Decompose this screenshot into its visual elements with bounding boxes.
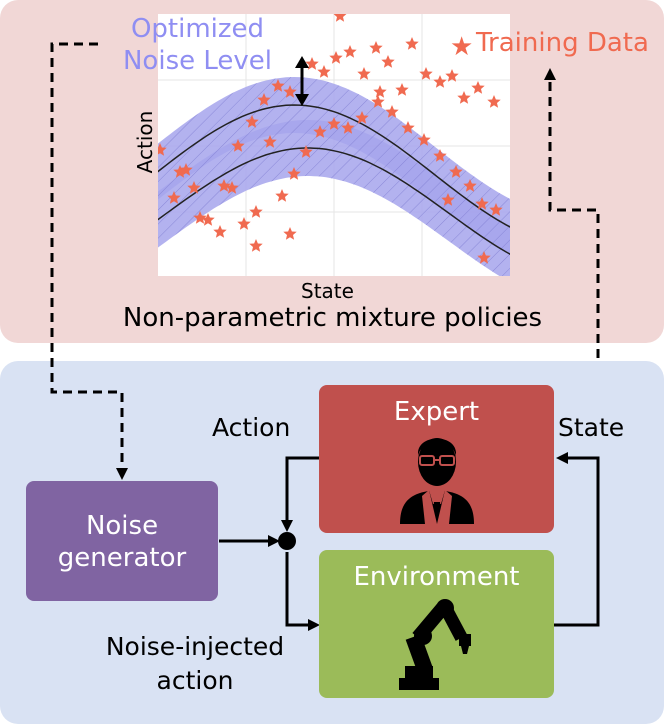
training-star xyxy=(445,69,459,82)
noise-injected-label-line2: action xyxy=(156,666,234,695)
training-star xyxy=(313,125,327,138)
action-label: Action xyxy=(212,413,291,442)
noise-band-hatch-1 xyxy=(158,77,510,255)
training-star xyxy=(187,181,201,194)
training-star xyxy=(327,117,341,130)
training-star xyxy=(395,83,409,96)
optimized-noise-label-line1: Optimized xyxy=(130,14,265,44)
training-star xyxy=(245,115,259,128)
training-star xyxy=(369,41,383,54)
noise-injected-label-line1: Noise-injected xyxy=(105,632,285,661)
state-label: State xyxy=(558,413,625,442)
mean-curve-1 xyxy=(158,104,510,228)
training-star xyxy=(343,45,357,58)
training-stars xyxy=(158,14,503,264)
training-star xyxy=(371,95,385,108)
training-star xyxy=(237,217,251,230)
expert-title: Expert xyxy=(393,397,480,427)
legend-star-icon: ★ xyxy=(450,32,473,62)
training-star xyxy=(477,251,491,264)
summing-junction xyxy=(278,532,296,550)
training-star xyxy=(441,193,455,206)
training-star xyxy=(263,135,277,148)
training-star xyxy=(341,121,355,134)
person-with-glasses-icon xyxy=(400,438,474,524)
training-star xyxy=(381,55,395,68)
training-star xyxy=(471,81,485,94)
double-headed-arrow-icon xyxy=(295,56,309,106)
training-star xyxy=(167,191,181,204)
arrowhead-to-environment xyxy=(308,619,320,631)
training-star xyxy=(283,85,297,98)
training-star xyxy=(475,197,489,210)
training-star xyxy=(417,133,431,146)
training-star xyxy=(275,189,289,202)
training-star xyxy=(225,181,239,194)
optimized-noise-label-line2: Noise Level xyxy=(122,46,273,76)
training-data-label: Training Data xyxy=(476,28,649,58)
training-star xyxy=(419,67,433,80)
arrowhead-to-expert xyxy=(556,452,568,464)
training-star xyxy=(449,165,463,178)
environment-block: Environment xyxy=(319,550,554,698)
dashed-connectors xyxy=(50,42,600,470)
noise-bands xyxy=(158,77,510,276)
mean-curves xyxy=(158,104,510,255)
training-star xyxy=(249,239,263,252)
arrowhead-to-noise xyxy=(116,468,128,480)
training-star xyxy=(457,91,471,104)
noise-generator-line2: generator xyxy=(57,543,187,573)
training-star xyxy=(257,93,271,106)
plot-caption: Non-parametric mixture policies xyxy=(122,303,543,333)
training-star xyxy=(213,225,227,238)
plot-xlabel: State xyxy=(301,279,354,303)
training-star xyxy=(373,85,387,98)
training-star xyxy=(179,163,193,176)
training-star xyxy=(305,57,319,70)
training-star xyxy=(401,121,415,134)
training-star xyxy=(333,14,347,22)
training-star xyxy=(317,65,331,78)
arrowhead-noise-to-junction xyxy=(268,535,280,547)
training-star xyxy=(201,213,215,226)
arrowhead-expert-to-junction xyxy=(281,520,293,532)
arrowhead-to-training xyxy=(544,68,556,80)
training-star xyxy=(357,67,371,80)
environment-title: Environment xyxy=(353,562,520,592)
expert-block: Expert xyxy=(319,385,554,533)
training-star xyxy=(385,105,399,118)
training-star xyxy=(249,205,263,218)
training-star xyxy=(489,203,503,216)
training-star xyxy=(329,51,343,64)
training-star xyxy=(158,143,167,156)
training-star xyxy=(299,145,313,158)
training-star xyxy=(355,111,369,124)
training-star xyxy=(193,211,207,224)
training-star xyxy=(287,167,301,180)
training-star xyxy=(433,149,447,162)
training-star xyxy=(217,179,231,192)
training-star xyxy=(405,37,419,50)
mean-curve-2 xyxy=(158,147,510,255)
solid-connectors xyxy=(219,456,600,627)
noise-band-hatch-2 xyxy=(158,120,510,276)
training-star xyxy=(487,95,501,108)
robot-arm-icon xyxy=(399,599,471,690)
training-star xyxy=(463,179,477,192)
training-star xyxy=(271,79,285,92)
training-star xyxy=(231,139,245,152)
training-star xyxy=(283,227,297,240)
training-star xyxy=(433,75,447,88)
noise-generator-line1: Noise xyxy=(85,511,159,541)
noise-generator-block: Noise generator xyxy=(26,481,218,601)
